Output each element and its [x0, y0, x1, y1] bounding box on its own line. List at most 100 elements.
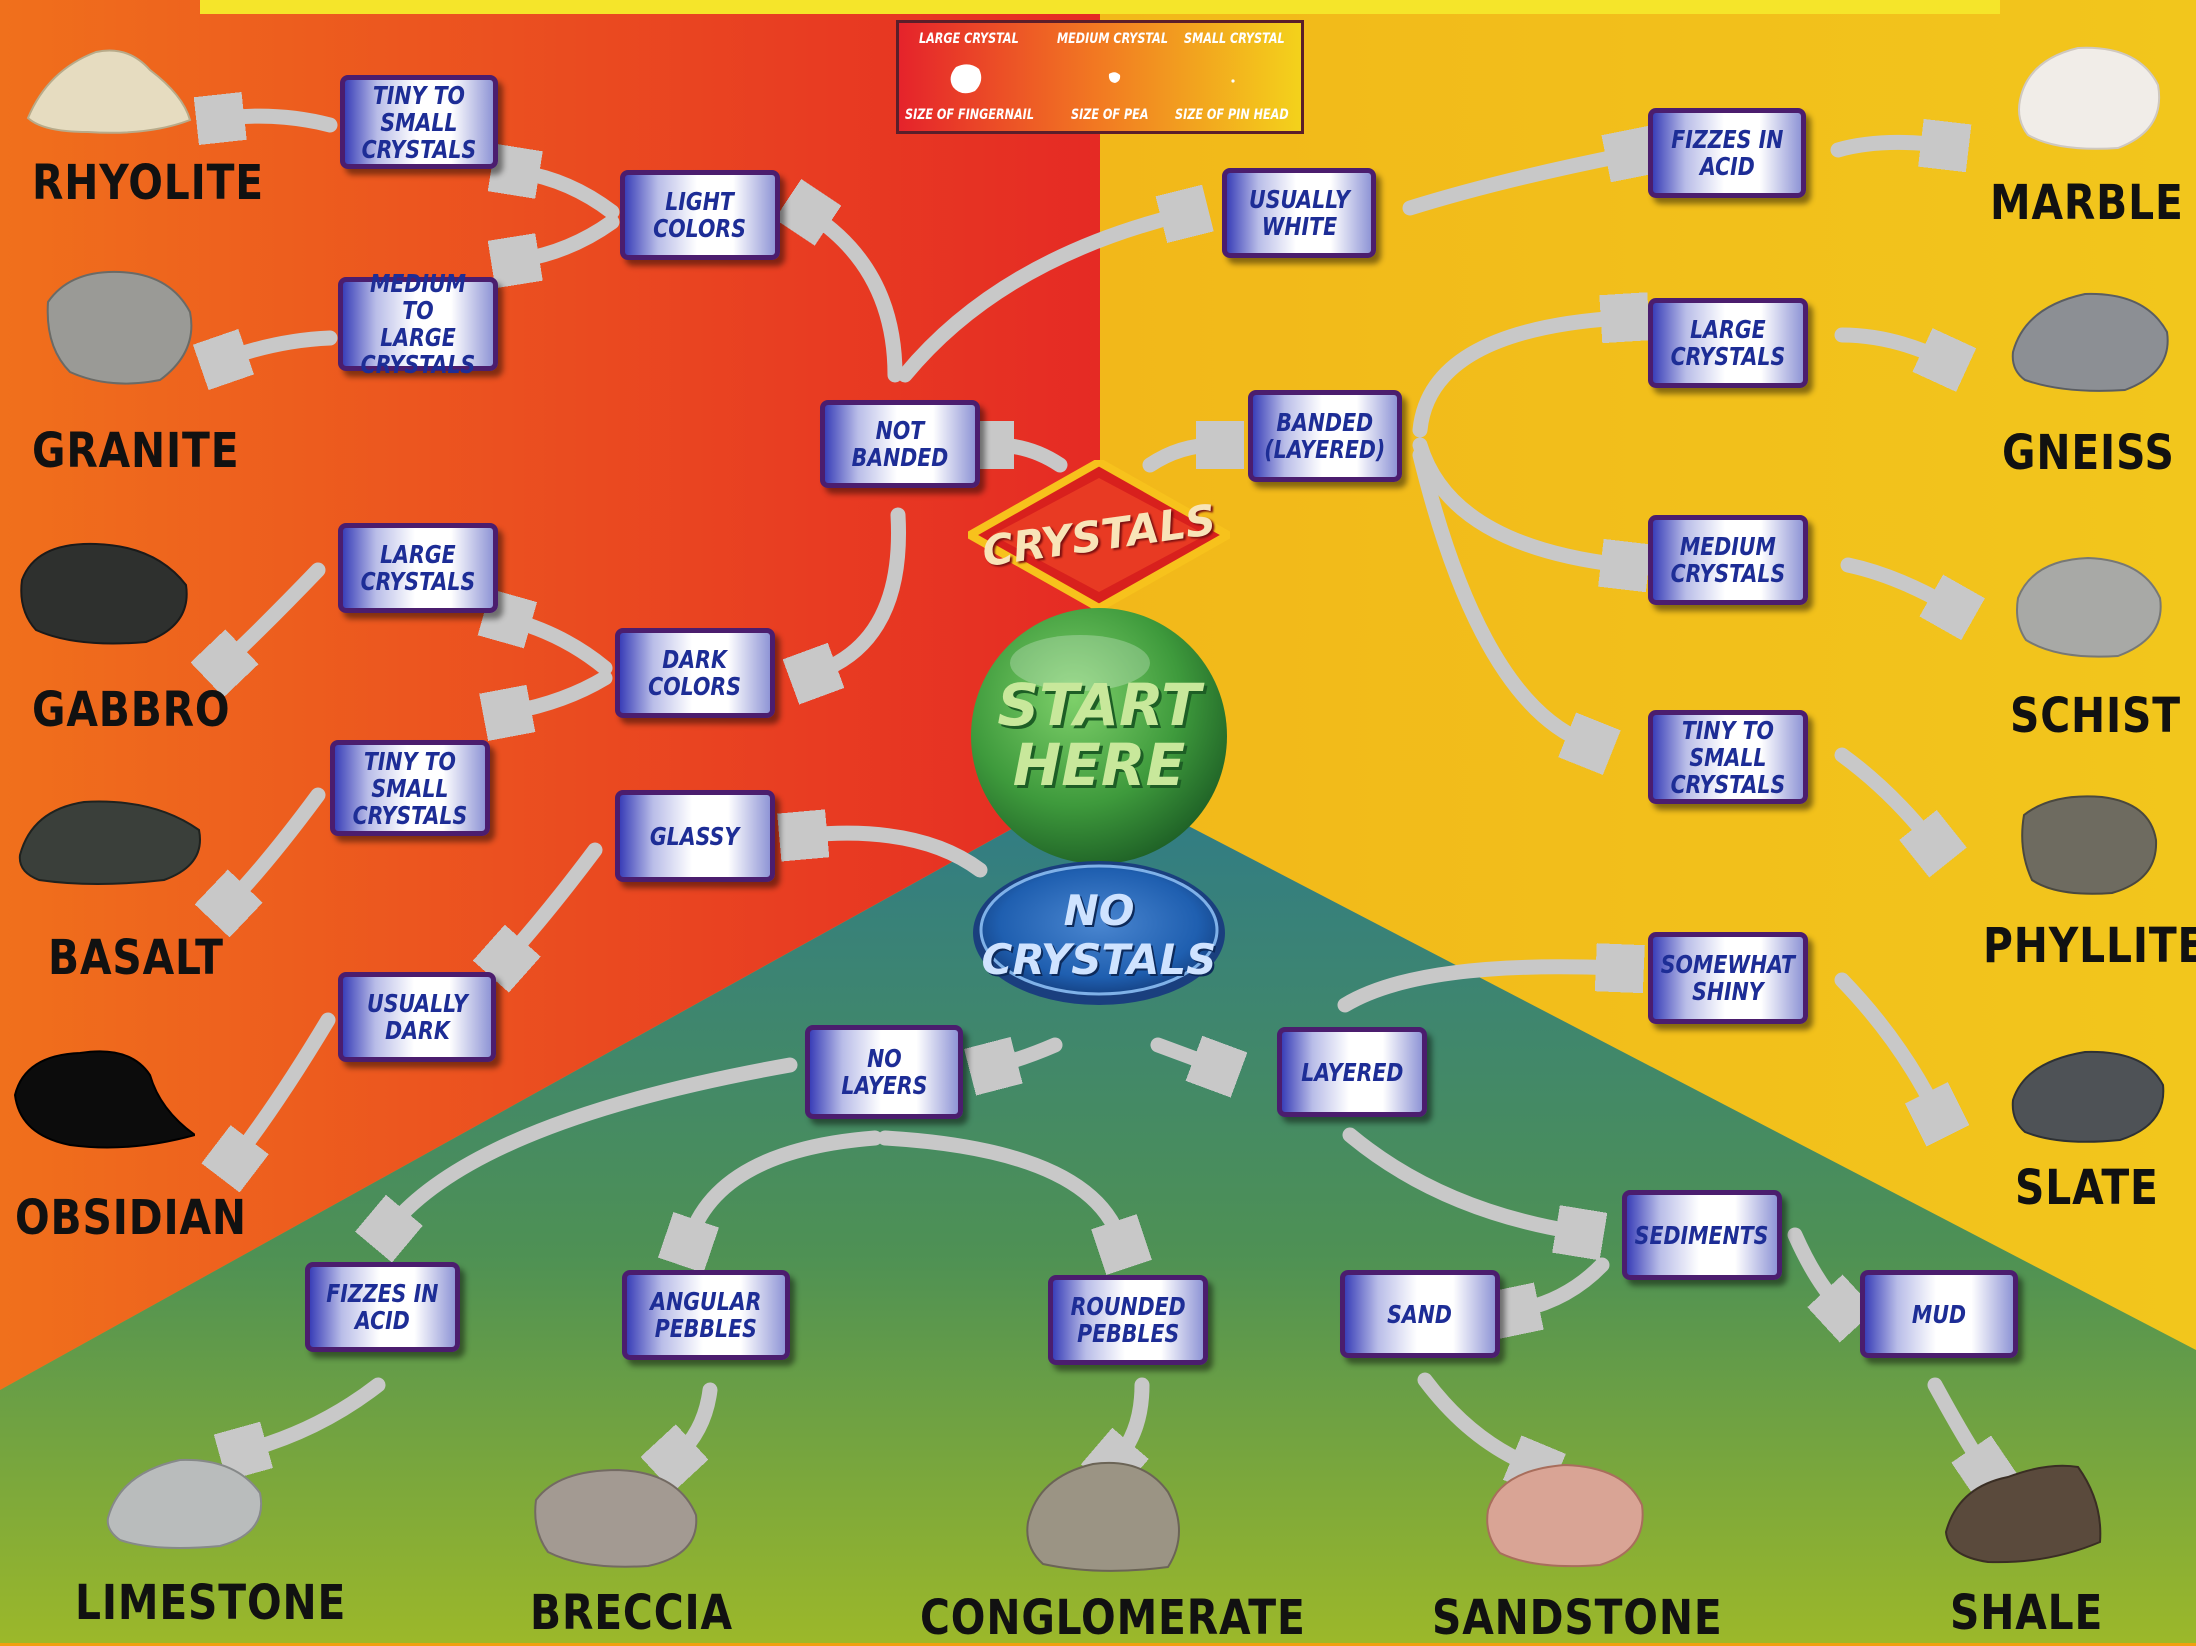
rounded-pebbles-box[interactable]: ROUNDED PEBBLES [1048, 1275, 1208, 1365]
glassy-box[interactable]: GLASSY [615, 790, 775, 882]
sand-text: SAND [1387, 1299, 1453, 1329]
mud-box[interactable]: MUD [1860, 1270, 2018, 1358]
arrow-notbanded-white [897, 215, 1180, 383]
arrow-crystals-banded [1142, 445, 1215, 473]
gabbro-label: GABBRO [32, 682, 231, 738]
angular-pebbles-box[interactable]: ANGULAR PEBBLES [622, 1270, 790, 1360]
arrow-notbanded-dark [818, 507, 907, 672]
legend-medium-size: SIZE OF PEA [1071, 107, 1149, 123]
breccia-label: BRECCIA [530, 1585, 733, 1641]
usually-white-text: USUALLY WHITE [1248, 185, 1350, 241]
glassy-text: GLASSY [650, 821, 740, 851]
tiny-small-crystals-rhyolite-box[interactable]: TINY TO SMALL CRYSTALS [340, 75, 498, 169]
conglomerate-label: CONGLOMERATE [920, 1590, 1306, 1646]
sandstone-label: SANDSTONE [1432, 1590, 1723, 1646]
schist-label: SCHIST [2010, 688, 2181, 744]
limestone-label: LIMESTONE [75, 1575, 347, 1631]
granite-sample [40, 262, 200, 392]
tiny-small-crystals-basalt-box[interactable]: TINY TO SMALL CRYSTALS [330, 740, 490, 836]
arrow-banded-large [1412, 318, 1620, 438]
legend-medium-label: MEDIUM CRYSTAL [1057, 31, 1168, 47]
sandstone-sample [1480, 1455, 1650, 1575]
fizzes-marble-text: FIZZES IN ACID [1670, 125, 1784, 181]
small-crystal-sample [1231, 79, 1235, 83]
arrow-angular-breccia [678, 1382, 718, 1455]
angular-pebbles-text: ANGULAR PEBBLES [650, 1287, 762, 1343]
arrow-shiny-slate [1834, 972, 1935, 1110]
dark-colors-text: DARK COLORS [648, 645, 742, 701]
tiny-small-phyllite-text: TINY TO SMALL CRYSTALS [1670, 715, 1786, 799]
large-gabbro-text: LARGE CRYSTALS [360, 540, 476, 596]
fizzes-in-acid-limestone-box[interactable]: FIZZES IN ACID [305, 1262, 460, 1352]
usually-dark-text: USUALLY DARK [366, 989, 468, 1045]
large-crystals-gneiss-box[interactable]: LARGE CRYSTALS [1648, 298, 1808, 388]
marble-sample [2008, 40, 2168, 155]
dark-colors-box[interactable]: DARK COLORS [615, 628, 775, 718]
arrow-rhyolite-rock [225, 116, 338, 125]
usually-dark-box[interactable]: USUALLY DARK [338, 972, 496, 1062]
arrow-layered-shiny [1337, 967, 1615, 1013]
no-layers-text: NO LAYERS [840, 1044, 927, 1100]
gneiss-sample [2005, 282, 2175, 397]
arrow-nolayers-rounded [877, 1130, 1120, 1240]
sediments-box[interactable]: SEDIMENTS [1622, 1190, 1782, 1280]
layered-box[interactable]: LAYERED [1277, 1027, 1427, 1117]
large-crystals-gabbro-box[interactable]: LARGE CRYSTALS [338, 523, 498, 613]
shale-label: SHALE [1950, 1585, 2104, 1641]
sediments-text: SEDIMENTS [1635, 1220, 1769, 1250]
arrow-granite-rock [228, 338, 338, 358]
arrow-dark-obsidian [238, 1012, 336, 1155]
rhyolite-label: RHYOLITE [32, 155, 265, 211]
marble-label: MARBLE [1990, 175, 2184, 231]
obsidian-sample [10, 1035, 195, 1160]
arrow-sediments-mud [1787, 1227, 1838, 1305]
arrow-tiny-phyllite [1834, 747, 1930, 840]
arrow-nolayers-fizzes [392, 1057, 798, 1225]
arrow-glassy-dark [510, 842, 603, 955]
start-here-label: START HERE [997, 671, 1201, 799]
banded-layered-box[interactable]: BANDED (LAYERED) [1248, 390, 1402, 482]
arrow-gabbro-rock [228, 562, 326, 660]
rhyolite-sample [18, 40, 198, 140]
not-banded-text: NOT BANDED [851, 416, 949, 472]
top-banner-strip [200, 0, 2000, 14]
usually-white-box[interactable]: USUALLY WHITE [1222, 168, 1376, 258]
phyllite-label: PHYLLITE [1983, 918, 2196, 974]
tiny-small-rhyolite-text: TINY TO SMALL CRYSTALS [361, 80, 477, 164]
start-here-button[interactable] [968, 605, 1230, 867]
fizzes-in-acid-marble-box[interactable]: FIZZES IN ACID [1648, 108, 1806, 198]
large-crystal-sample [950, 64, 982, 94]
tiny-small-crystals-phyllite-box[interactable]: TINY TO SMALL CRYSTALS [1648, 710, 1808, 804]
legend-crystal-samples [950, 64, 1235, 94]
arrow-medium-schist [1840, 557, 1948, 605]
banded-layered-text: BANDED (LAYERED) [1264, 408, 1386, 464]
layered-text: LAYERED [1300, 1057, 1404, 1087]
tiny-small-basalt-text: TINY TO SMALL CRYSTALS [352, 746, 468, 830]
legend-small-size: SIZE OF PIN HEAD [1175, 107, 1289, 123]
medium-schist-text: MEDIUM CRYSTALS [1670, 532, 1786, 588]
arrow-mud-shale [1927, 1377, 1982, 1465]
medium-large-granite-text: MEDIUM TO LARGE CRYSTALS [360, 269, 476, 379]
shale-sample [1938, 1452, 2108, 1574]
arrow-dark-basalt [512, 670, 613, 712]
medium-large-crystals-granite-box[interactable]: MEDIUM TO LARGE CRYSTALS [338, 270, 498, 378]
medium-crystals-schist-box[interactable]: MEDIUM CRYSTALS [1648, 515, 1808, 605]
mud-text: MUD [1911, 1299, 1967, 1329]
no-layers-box[interactable]: NO LAYERS [805, 1025, 963, 1119]
somewhat-shiny-box[interactable]: SOMEWHAT SHINY [1648, 932, 1808, 1024]
arrow-light-granite [520, 214, 620, 260]
somewhat-shiny-text: SOMEWHAT SHINY [1660, 950, 1796, 1006]
legend-small-label: SMALL CRYSTAL [1184, 31, 1285, 47]
arrow-large-gneiss [1834, 327, 1940, 358]
light-colors-text: LIGHT COLORS [653, 187, 747, 243]
not-banded-box[interactable]: NOT BANDED [820, 400, 980, 488]
sand-box[interactable]: SAND [1340, 1270, 1500, 1358]
light-colors-box[interactable]: LIGHT COLORS [620, 170, 780, 260]
arrow-notbanded-light [812, 215, 903, 383]
arrow-nolayers-angular [690, 1130, 883, 1238]
crystal-size-legend: LARGE CRYSTAL MEDIUM CRYSTAL SMALL CRYST… [896, 20, 1304, 134]
arrow-dark-gabbro [512, 620, 613, 676]
arrow-fizzes-marble [1830, 142, 1940, 150]
arrow-light-rhyolite [520, 172, 620, 220]
